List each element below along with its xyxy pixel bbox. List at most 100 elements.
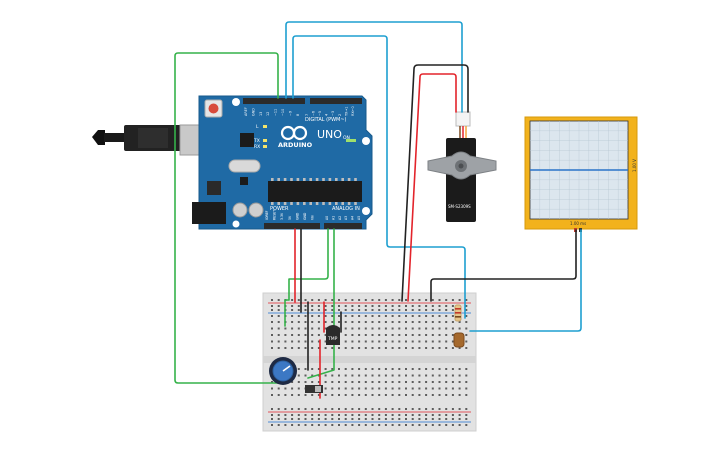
- breadboard-hole: [271, 418, 273, 420]
- power-pin-label: IOREF: [265, 210, 269, 220]
- chip-pin: [315, 178, 319, 181]
- breadboard-hole: [378, 347, 381, 349]
- breadboard-hole: [331, 387, 334, 390]
- breadboard-hole: [358, 321, 361, 323]
- breadboard-hole: [344, 334, 347, 336]
- potentiometer[interactable]: [269, 357, 297, 385]
- breadboard-hole: [297, 309, 300, 311]
- breadboard-hole: [451, 347, 454, 349]
- wire-green-a0[interactable]: [284, 228, 329, 327]
- breadboard-hole: [378, 368, 381, 370]
- digital-pin-label: AREF: [244, 107, 248, 116]
- oscilloscope[interactable]: 1.00 ms 1.00 V: [524, 116, 638, 232]
- reset-button-cap[interactable]: [208, 103, 219, 114]
- breadboard-hole: [364, 374, 367, 377]
- breadboard-hole: [445, 340, 448, 343]
- breadboard-hole: [291, 315, 294, 317]
- wire-blue-servo-signal[interactable]: [285, 21, 463, 113]
- breadboard-hole: [458, 424, 461, 426]
- breadboard-hole: [418, 424, 421, 426]
- breadboard-hole: [297, 414, 300, 416]
- breadboard-hole: [317, 394, 320, 396]
- usb-chip: [240, 133, 254, 147]
- breadboard-hole: [291, 347, 294, 349]
- breadboard-hole: [465, 305, 468, 307]
- servo-motor[interactable]: SM-S2309S: [427, 111, 497, 222]
- breadboard-hole: [438, 424, 441, 426]
- breadboard-hole: [358, 309, 361, 311]
- wire-green-pot-to-pin[interactable]: [174, 52, 281, 384]
- breadboard-hole: [425, 381, 428, 383]
- breadboard-hole: [431, 315, 434, 317]
- breadboard-hole: [411, 347, 414, 349]
- wire-blue-pin9[interactable]: [292, 35, 466, 319]
- wire-black-oscilloscope-ground[interactable]: [430, 229, 577, 302]
- breadboard-hole: [451, 321, 454, 323]
- breadboard-hole: [291, 299, 294, 301]
- digital-pin-label: ~5: [318, 111, 322, 116]
- breadboard-hole: [364, 321, 367, 323]
- breadboard-hole: [338, 309, 340, 311]
- slide-switch[interactable]: [305, 385, 323, 393]
- l-led: [263, 125, 267, 128]
- breadboard-hole: [304, 327, 307, 330]
- breadboard-hole: [405, 368, 407, 370]
- chip-pin: [347, 178, 351, 181]
- wire-red-servo-power[interactable]: [407, 73, 457, 302]
- breadboard-hole: [458, 414, 461, 416]
- breadboard-hole: [344, 387, 347, 390]
- breadboard-hole: [391, 394, 394, 396]
- breadboard-hole: [304, 309, 307, 311]
- temperature-sensor[interactable]: TMP: [326, 325, 340, 345]
- breadboard-hole: [344, 368, 347, 370]
- power-pin-label: GND: [295, 212, 299, 220]
- analog-pin-label: A0: [325, 216, 329, 220]
- breadboard-hole: [331, 368, 334, 370]
- wire-blue-oscilloscope[interactable]: [469, 229, 582, 332]
- breadboard-hole: [331, 305, 334, 307]
- breadboard-hole: [418, 327, 421, 330]
- breadboard-hole: [291, 381, 294, 383]
- capacitor-1: [232, 202, 248, 218]
- resistor[interactable]: [454, 304, 462, 322]
- breadboard-hole: [338, 374, 340, 377]
- breadboard-hole: [277, 327, 280, 330]
- breadboard-hole: [304, 418, 307, 420]
- brand-text: ARDUINO: [278, 141, 313, 149]
- wire-black-servo-ground[interactable]: [401, 64, 469, 302]
- breadboard-hole: [331, 424, 334, 426]
- wire-green-a1[interactable]: [307, 228, 335, 379]
- breadboard[interactable]: [262, 292, 477, 432]
- breadboard-hole: [451, 374, 454, 377]
- breadboard-hole: [418, 321, 421, 323]
- breadboard-hole: [338, 321, 340, 323]
- breadboard-hole: [358, 334, 361, 336]
- breadboard-hole: [451, 368, 454, 370]
- breadboard-hole: [431, 299, 434, 301]
- breadboard-hole: [271, 334, 273, 336]
- breadboard-hole: [465, 309, 468, 311]
- breadboard-hole: [465, 418, 468, 420]
- photoresistor[interactable]: [453, 332, 465, 348]
- breadboard-hole: [451, 334, 454, 336]
- breadboard-hole: [465, 327, 468, 330]
- chip-pin: [328, 202, 332, 205]
- breadboard-hole: [331, 347, 334, 349]
- breadboard-hole: [371, 374, 374, 377]
- breadboard-hole: [411, 315, 414, 317]
- breadboard-hole: [317, 424, 320, 426]
- breadboard-hole: [271, 299, 273, 301]
- breadboard-hole: [371, 309, 374, 311]
- breadboard-hole: [451, 309, 454, 311]
- breadboard-hole: [384, 321, 387, 323]
- breadboard-hole: [465, 381, 468, 383]
- breadboard-hole: [271, 327, 273, 330]
- breadboard-hole: [271, 424, 273, 426]
- breadboard-hole: [297, 334, 300, 336]
- breadboard-hole: [311, 381, 314, 383]
- breadboard-hole: [418, 340, 421, 343]
- breadboard-hole: [338, 387, 340, 390]
- breadboard-hole: [364, 368, 367, 370]
- breadboard-hole: [445, 381, 448, 383]
